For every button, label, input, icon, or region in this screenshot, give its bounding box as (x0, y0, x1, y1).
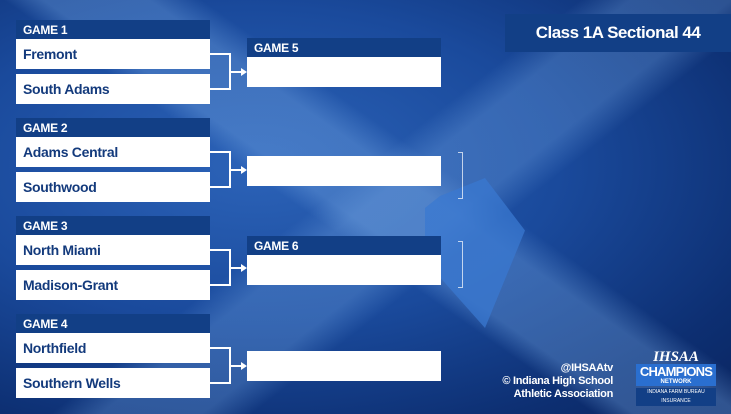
team-slot[interactable]: South Adams (16, 74, 210, 104)
copyright-line: © Indiana High School (502, 375, 613, 387)
team-slot[interactable]: Southern Wells (16, 368, 210, 398)
team-slot[interactable]: Fremont (16, 39, 210, 69)
page-title: Class 1A Sectional 44 (505, 14, 731, 52)
credits: @IHSAAtv © Indiana High School Athletic … (502, 362, 613, 401)
bracket-line (210, 284, 230, 286)
bracket-line (210, 151, 230, 153)
logo-main: CHAMPIONS (636, 364, 716, 379)
arrow-icon (241, 264, 247, 272)
bracket-line (230, 169, 241, 171)
team-slot[interactable]: Southwood (16, 172, 210, 202)
bracket-line (230, 71, 241, 73)
bracket-line (210, 53, 230, 55)
winner-slot[interactable] (247, 156, 441, 186)
bracket-line (210, 249, 230, 251)
team-slot[interactable]: Madison-Grant (16, 270, 210, 300)
team-slot[interactable]: Northfield (16, 333, 210, 363)
bracket-line (230, 267, 241, 269)
bracket-line (230, 365, 241, 367)
winner-slot[interactable] (247, 255, 441, 285)
team-slot[interactable]: Adams Central (16, 137, 210, 167)
team-slot[interactable]: North Miami (16, 235, 210, 265)
game-3-header: GAME 3 (16, 216, 210, 235)
social-handle: @IHSAAtv (560, 362, 614, 374)
winner-slot[interactable] (247, 351, 441, 381)
faint-bracket (458, 241, 463, 288)
game-5-header: GAME 5 (247, 38, 441, 57)
ihsaa-champions-logo: IHSAA CHAMPIONS NETWORK INDIANA FARM BUR… (636, 350, 716, 408)
game-1-header: GAME 1 (16, 20, 210, 39)
winner-slot[interactable] (247, 57, 441, 87)
bracket-line (210, 88, 230, 90)
game-6-header: GAME 6 (247, 236, 441, 255)
arrow-icon (241, 362, 247, 370)
copyright-line: Athletic Association (513, 388, 614, 400)
logo-sponsor: INDIANA FARM BUREAU INSURANCE (636, 388, 716, 406)
logo-sub: NETWORK (636, 379, 716, 386)
bracket-line (210, 347, 230, 349)
bracket-line (210, 186, 230, 188)
logo-top: IHSAA (653, 349, 699, 365)
game-2-header: GAME 2 (16, 118, 210, 137)
faint-bracket (458, 152, 463, 199)
arrow-icon (241, 68, 247, 76)
bracket-line (210, 382, 230, 384)
game-4-header: GAME 4 (16, 314, 210, 333)
arrow-icon (241, 166, 247, 174)
